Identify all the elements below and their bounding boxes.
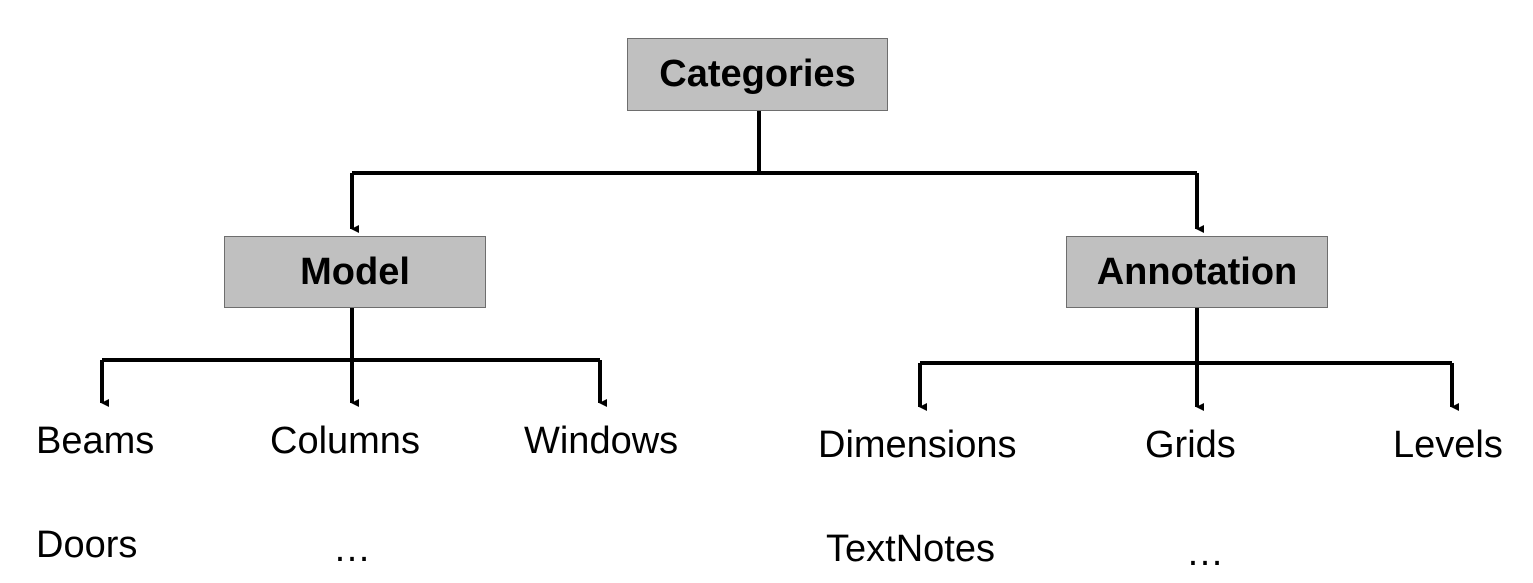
leaf-columns: Columns [270, 420, 420, 462]
leaf-grids: Grids [1145, 424, 1236, 466]
root-node-categories: Categories [627, 38, 888, 111]
branch-node-model: Model [224, 236, 486, 308]
leaf-model-ellipsis: … [333, 528, 371, 570]
leaf-doors: Doors [36, 524, 138, 566]
leaf-levels: Levels [1393, 424, 1503, 466]
leaf-beams: Beams [36, 420, 155, 462]
leaf-windows: Windows [524, 420, 679, 462]
leaf-textnotes: TextNotes [826, 528, 995, 570]
branch-node-annotation: Annotation [1066, 236, 1328, 308]
leaf-dimensions: Dimensions [818, 424, 1017, 466]
leaf-annotation-ellipsis: … [1186, 532, 1224, 574]
